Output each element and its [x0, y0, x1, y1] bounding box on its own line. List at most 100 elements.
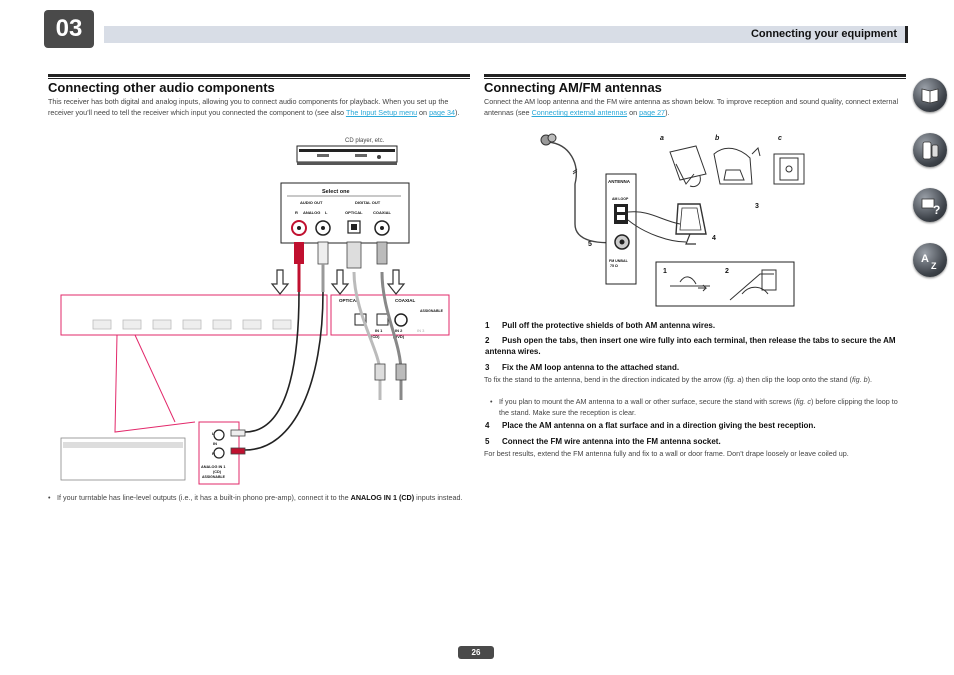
fig-c-label: c [778, 135, 782, 142]
step-5-number: 5 [485, 437, 490, 446]
chapter-number: 03 [44, 10, 94, 48]
in1-label: IN 1 [375, 328, 383, 333]
left-bullet-text: If your turntable has line-level outputs… [57, 493, 351, 502]
r-label: R [295, 210, 298, 215]
step-2-marker: 2 [725, 268, 729, 275]
coaxial-in-jack [394, 313, 408, 327]
fm-unbal-label: FM UNBAL [609, 259, 629, 263]
cd-player-device [296, 145, 398, 165]
step-5: 5 Connect the FM wire antenna into the FM… [485, 436, 905, 447]
right-intro-text: Connect the AM loop antenna and the FM w… [484, 97, 899, 117]
svg-text:?: ? [933, 203, 940, 217]
analog-in-l-jack [213, 429, 225, 441]
step-3: 3 Fix the AM loop antenna to the attached… [485, 362, 905, 373]
digital-out-label: DIGITAL OUT [355, 200, 381, 205]
right-heading-rule [484, 74, 906, 77]
jack-r-label: R [212, 451, 215, 456]
optical-out-label: OPTICAL [345, 210, 363, 215]
input-setup-link[interactable]: The Input Setup menu [345, 108, 418, 117]
step-2-text: Push open the tabs, then insert one wire… [485, 336, 896, 356]
fig-a-label: a [660, 135, 664, 142]
left-intro-text: This receiver has both digital and analo… [48, 97, 449, 117]
select-one-label: Select one [322, 189, 350, 195]
down-arrows [270, 269, 406, 295]
in2-label: IN 2 [395, 328, 403, 333]
step-3-note-fig-a: fig. a [725, 375, 742, 384]
wire-inset-drawing [670, 269, 777, 301]
page-27-link[interactable]: page 27 [639, 108, 666, 117]
step-3-note-fig-b: fig. b [852, 375, 868, 384]
analog-in1-label: ANALOG IN 1 [201, 465, 225, 469]
right-intro-on: on [627, 108, 640, 117]
step-3-note-mid: ) then clip the loop onto the stand ( [741, 375, 853, 384]
audio-connection-diagram: CD player, etc. Select one AUDIO OUT DIG… [60, 138, 450, 485]
heading-rule [48, 74, 470, 77]
panel-coaxial-label: COAXIAL [395, 298, 416, 303]
analog-in-r-jack [213, 447, 225, 459]
left-heading: Connecting other audio components [48, 80, 275, 95]
step-3-note: To fix the stand to the antenna, bend in… [484, 374, 904, 385]
am-loop-antenna [627, 203, 707, 245]
left-intro-on: on [417, 108, 430, 117]
antenna-diagram: ANTENNA AM LOOP FM UNBAL 75 Ω a b c 3 4 … [540, 133, 805, 307]
analog-assignable-label: ASSIGNABLE [202, 475, 226, 479]
cd-player-label: CD player, etc. [345, 138, 385, 144]
header-bar: Connecting your equipment [104, 26, 908, 43]
step-3-text: Fix the AM loop antenna to the attached … [502, 363, 680, 372]
left-intro-end: ). [455, 108, 460, 117]
step-4-text: Place the AM antenna on a flat surface a… [502, 421, 816, 430]
heading-rule-thin [48, 78, 470, 79]
jack-in-label: IN [213, 441, 217, 446]
external-antennas-link[interactable]: Connecting external antennas [531, 108, 628, 117]
antenna-terminal-panel [605, 173, 637, 285]
step-3-note-end: ). [867, 375, 872, 384]
book-icon[interactable] [913, 78, 947, 112]
optical-in1-jack [376, 313, 389, 326]
step-3-note-text: To fix the stand to the antenna, bend in… [484, 375, 726, 384]
antenna-label: ANTENNA [608, 179, 631, 184]
step-5-marker: 5 [588, 241, 592, 248]
page-number: 26 [458, 646, 494, 659]
wire-inset [655, 261, 795, 307]
right-intro: Connect the AM loop antenna and the FM w… [484, 96, 904, 118]
fig-b-label: b [715, 135, 720, 142]
step-4-number: 4 [485, 421, 490, 430]
in3-label: IN 3 [417, 328, 425, 333]
in1-cd-label: (CD) [371, 334, 380, 339]
step-3-bullet-fig-c: fig. c [795, 397, 812, 406]
panel-assignable-label: ASSIGNABLE [420, 309, 444, 313]
analog-in1-cd-label: (CD) [213, 470, 222, 474]
step-4-marker: 4 [712, 235, 716, 242]
remote-control-icon[interactable] [913, 133, 947, 167]
step-3-bullet-text: If you plan to mount the AM antenna to a… [499, 397, 796, 406]
left-bullet-bold: ANALOG IN 1 (CD) [350, 493, 415, 502]
left-bullet-note: • If your turntable has line-level outpu… [48, 493, 463, 502]
step-3-marker: 3 [755, 203, 759, 210]
l-label: L [325, 210, 328, 215]
coaxial-out-label: COAXIAL [373, 210, 392, 215]
page-34-link[interactable]: page 34 [429, 108, 456, 117]
am-loop-label: AM LOOP [612, 197, 629, 201]
troubleshooting-icon[interactable]: ? [913, 188, 947, 222]
fig-a-drawing [669, 145, 707, 187]
fm-wire-antenna [540, 133, 619, 244]
rca-cable-plugs [294, 241, 388, 292]
svg-text:Z: Z [931, 261, 937, 271]
svg-text:A: A [921, 253, 929, 265]
left-intro: This receiver has both digital and analo… [48, 96, 468, 118]
fig-c-drawing [773, 153, 805, 185]
jack-l-label: L [212, 431, 215, 436]
in2-dvd-label: (DVD) [393, 334, 405, 339]
fig-b-drawing [713, 147, 761, 185]
analog-label: ANALOG [303, 210, 320, 215]
step-3-bullet-end: ) before clipping the loop to the stand.… [499, 397, 898, 417]
panel-optical-label: OPTICAL [339, 298, 359, 303]
fm-ohm-label: 75 Ω [610, 264, 618, 268]
step-5-text: Connect the FM wire antenna into the FM … [502, 437, 721, 446]
right-heading-rule-thin [484, 78, 906, 79]
step-3-number: 3 [485, 363, 490, 372]
step-1-marker: 1 [663, 268, 667, 275]
